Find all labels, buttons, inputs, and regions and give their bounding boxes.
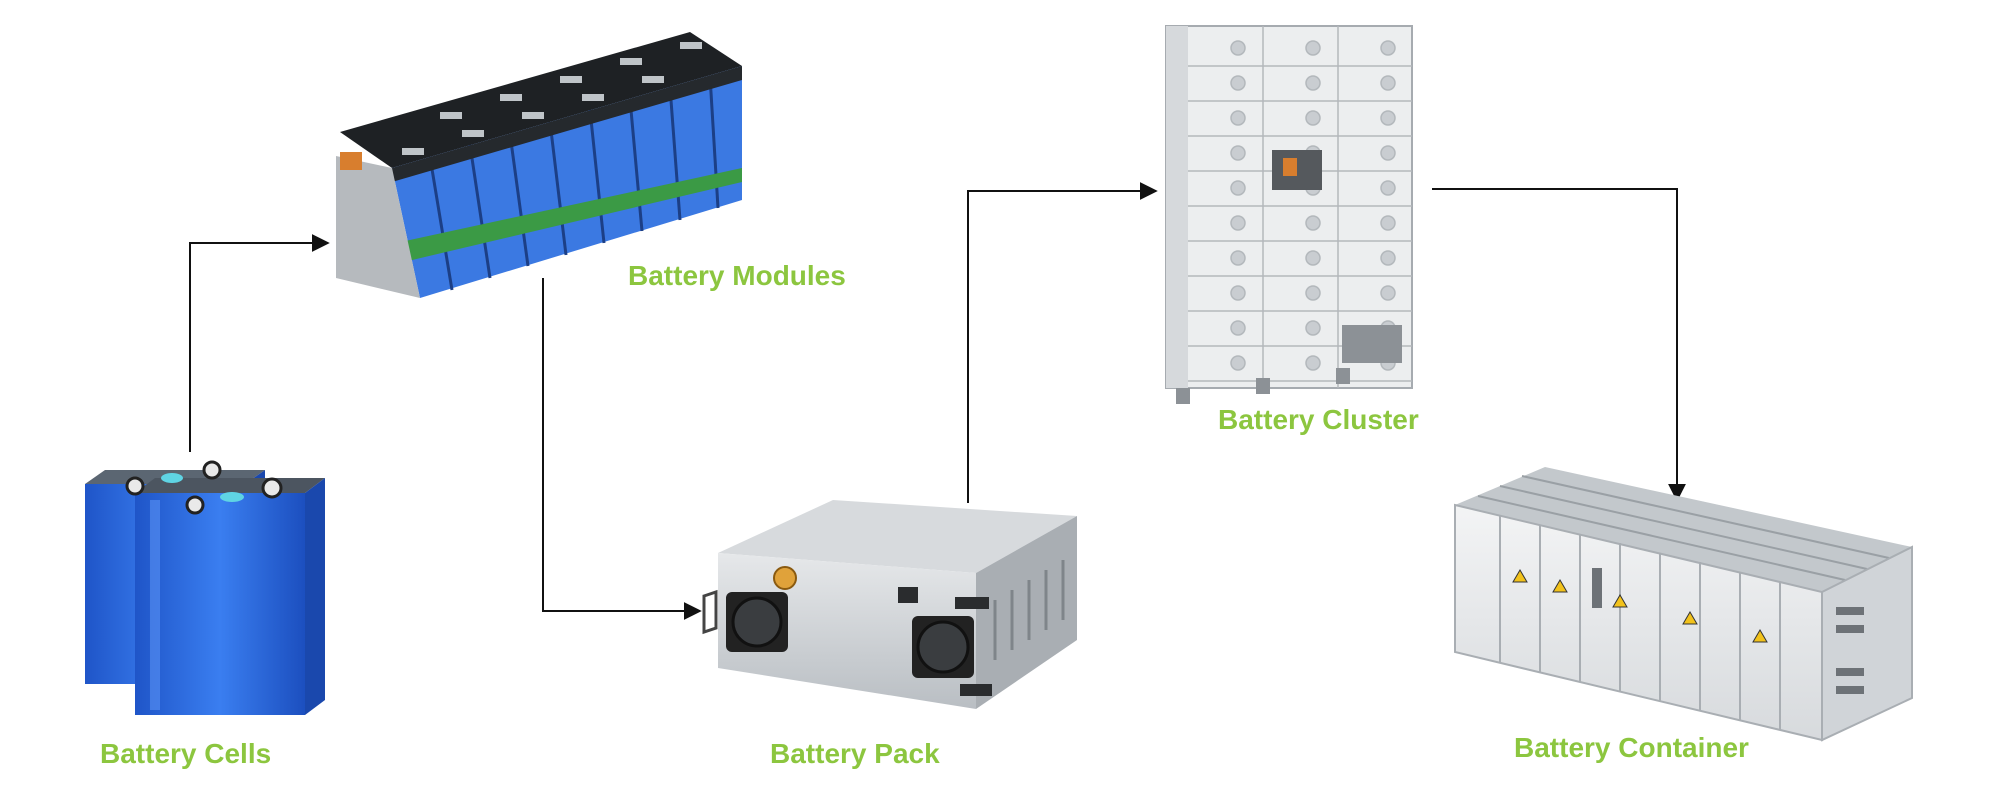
cluster-module-knob [1305,285,1321,301]
cluster-module-knob [1230,40,1246,56]
cluster-module-knob [1380,180,1396,196]
cluster-module-knob [1305,355,1321,371]
label-battery-cluster: Battery Cluster [1218,404,1419,435]
cluster-module-knob [1230,215,1246,231]
cluster-module-knob [1230,180,1246,196]
battery-pack-image [702,500,1077,709]
cluster-module-knob [1380,110,1396,126]
cluster-module-knob [1230,75,1246,91]
cluster-module-knob [1380,75,1396,91]
battery-cluster-image [1165,25,1413,404]
cluster-module-knob [1305,320,1321,336]
cluster-module-knob [1380,40,1396,56]
battery-modules-image [336,32,742,298]
cluster-module-knob [1380,250,1396,266]
cluster-module-knob [1230,355,1246,371]
cluster-module-knob [1305,40,1321,56]
cluster-module-knob [1305,75,1321,91]
label-battery-container: Battery Container [1514,732,1749,763]
arrow-modules-to-pack [542,278,702,620]
label-battery-modules: Battery Modules [628,260,846,291]
cluster-module-knob [1380,215,1396,231]
label-battery-pack: Battery Pack [770,738,940,769]
cluster-module-knob [1230,110,1246,126]
label-battery-cells: Battery Cells [100,738,272,769]
cluster-module-knob [1305,215,1321,231]
arrow-cluster-to-container [1432,188,1686,502]
cluster-module-knob [1230,285,1246,301]
arrow-cells-to-modules [189,234,330,452]
battery-cells-image [85,460,325,715]
cluster-module-knob [1305,110,1321,126]
cluster-module-knob [1380,285,1396,301]
battery-container-image [1454,467,1913,742]
cluster-module-knob [1230,145,1246,161]
cluster-module-knob [1305,250,1321,266]
cluster-module-knob [1230,250,1246,266]
arrow-pack-to-cluster [967,182,1158,503]
cluster-module-knob [1230,320,1246,336]
cluster-module-knob [1380,145,1396,161]
